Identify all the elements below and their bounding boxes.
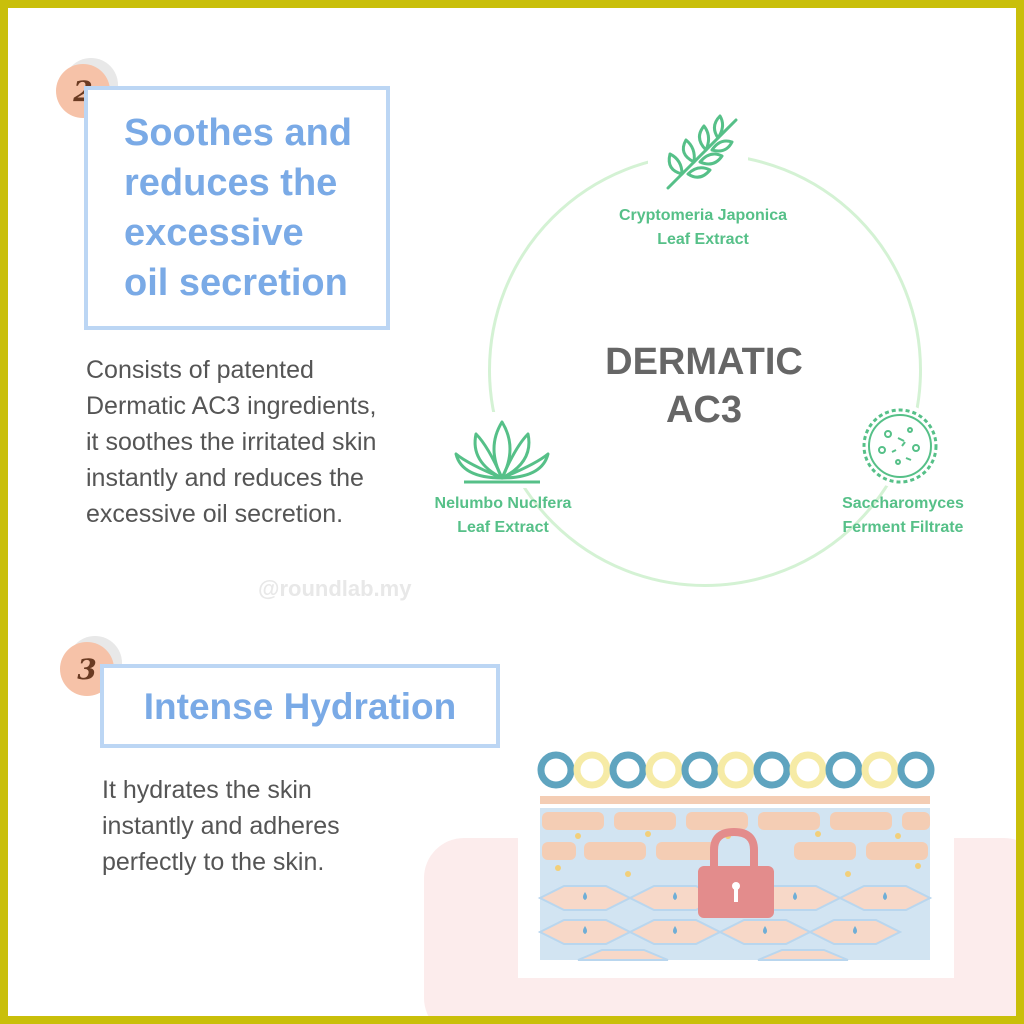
section-2-description-line: instantly and reduces the	[86, 464, 364, 492]
ingredient-label: Saccharomyces Ferment Filtrate	[813, 492, 993, 540]
section-2-title-line: excessive	[124, 212, 304, 254]
section-3-title-box: Intense Hydration	[100, 664, 500, 748]
section-2-title-line: oil secretion	[124, 262, 348, 304]
section-2-description-line: it soothes the irritated skin	[86, 428, 377, 456]
section-2-description-line: excessive oil secretion.	[86, 500, 344, 528]
section-2-description-line: Dermatic AC3 ingredients,	[86, 392, 377, 420]
section-2-description: Consists of patented Dermatic AC3 ingred…	[86, 352, 376, 532]
ingredient-name-line: Leaf Extract	[657, 231, 749, 248]
ingredient-label: Cryptomeria Japonica Leaf Extract	[598, 204, 808, 252]
section-2-title-line: reduces the	[124, 162, 338, 204]
watermark-text: @roundlab.my	[258, 576, 412, 601]
section-3-title: Intense Hydration	[143, 686, 457, 727]
section-3-description: It hydrates the skin instantly and adher…	[102, 772, 340, 880]
ingredient-name-line: Nelumbo Nuclfera	[434, 495, 572, 512]
ingredient-name-line: Saccharomyces	[842, 495, 964, 512]
section-2-title-line: Soothes and	[124, 112, 353, 154]
section-2-description-line: Consists of patented	[86, 356, 314, 384]
center-title-line: DERMATIC	[605, 341, 803, 383]
ingredient-name-line: Leaf Extract	[457, 519, 549, 536]
ingredient-name-line: Cryptomeria Japonica	[618, 207, 788, 224]
section-2-title-box: Soothes and reduces the excessive oil se…	[84, 86, 390, 330]
ingredient-name-line: Ferment Filtrate	[842, 519, 964, 536]
ferment-cell-icon	[858, 404, 942, 488]
page-frame: 2 Soothes and reduces the excessive oil …	[8, 8, 1016, 1016]
ingredient-label: Nelumbo Nuclfera Leaf Extract	[408, 492, 598, 540]
skin-layers-lock-icon	[518, 738, 954, 978]
section-2-title: Soothes and reduces the excessive oil se…	[124, 108, 352, 308]
section-3-description-line: perfectly to the skin.	[102, 848, 325, 876]
dermatic-ac3-title: DERMATIC AC3	[568, 338, 840, 434]
section-3-description-line: It hydrates the skin	[102, 776, 312, 804]
leaf-branch-icon	[648, 108, 748, 194]
lotus-icon	[448, 412, 556, 488]
section-3-description-line: instantly and adheres	[102, 812, 340, 840]
center-title-line: AC3	[665, 389, 743, 431]
